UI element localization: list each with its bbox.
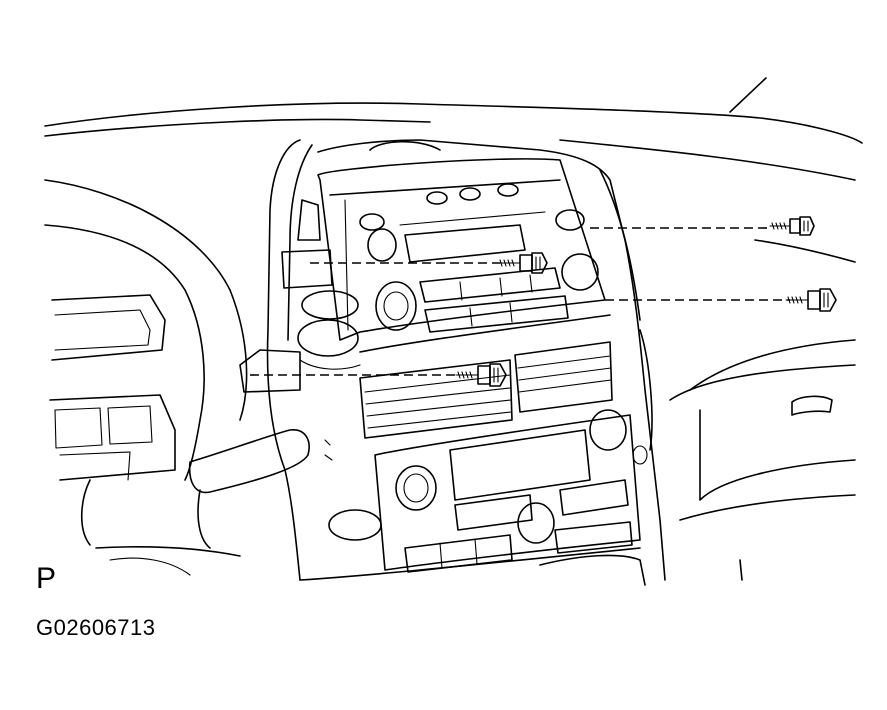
lower-console xyxy=(299,547,646,586)
audio-head-unit xyxy=(317,158,611,353)
climate-control-panel xyxy=(324,409,641,573)
glove-box-panel xyxy=(632,239,856,581)
fastener-leader-lines xyxy=(250,227,790,376)
steering-column xyxy=(80,429,310,576)
left-vent-bracket xyxy=(239,199,361,393)
screw-icon xyxy=(455,363,507,387)
view-label: P xyxy=(36,562,57,595)
screw-icon xyxy=(769,216,815,236)
air-vents xyxy=(359,341,613,439)
figure-code: G02606713 xyxy=(36,615,156,640)
instrument-cluster-hood xyxy=(44,179,248,481)
screw-icon xyxy=(785,288,837,312)
center-stack-housing xyxy=(266,139,666,581)
screw-icon xyxy=(497,252,548,274)
dashboard-top-outline xyxy=(44,77,863,181)
